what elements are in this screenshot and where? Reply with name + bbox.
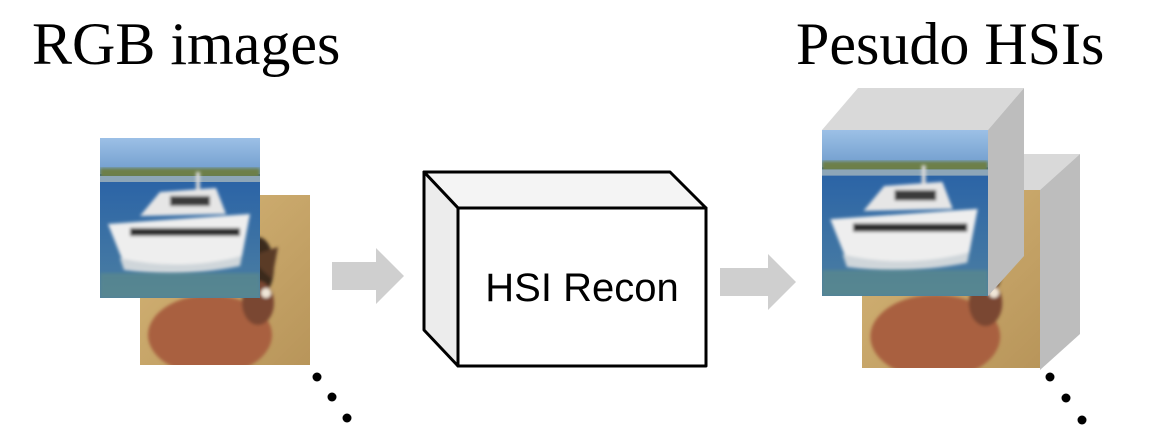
right-arrow-icon <box>332 248 404 304</box>
boat-image <box>100 138 260 298</box>
input-image-stack <box>100 138 310 375</box>
ellipsis-icon <box>1045 372 1087 425</box>
output-cube-stack <box>822 88 1080 370</box>
hsi-recon-box <box>422 170 708 368</box>
boat-hsi-cube <box>822 88 1024 296</box>
input-title: RGB images <box>32 11 341 77</box>
ellipsis-icon <box>312 372 352 423</box>
hsi-recon-label: HSI Recon <box>485 266 678 310</box>
right-arrow-icon <box>720 254 796 310</box>
output-title: Pesudo HSIs <box>796 11 1105 77</box>
